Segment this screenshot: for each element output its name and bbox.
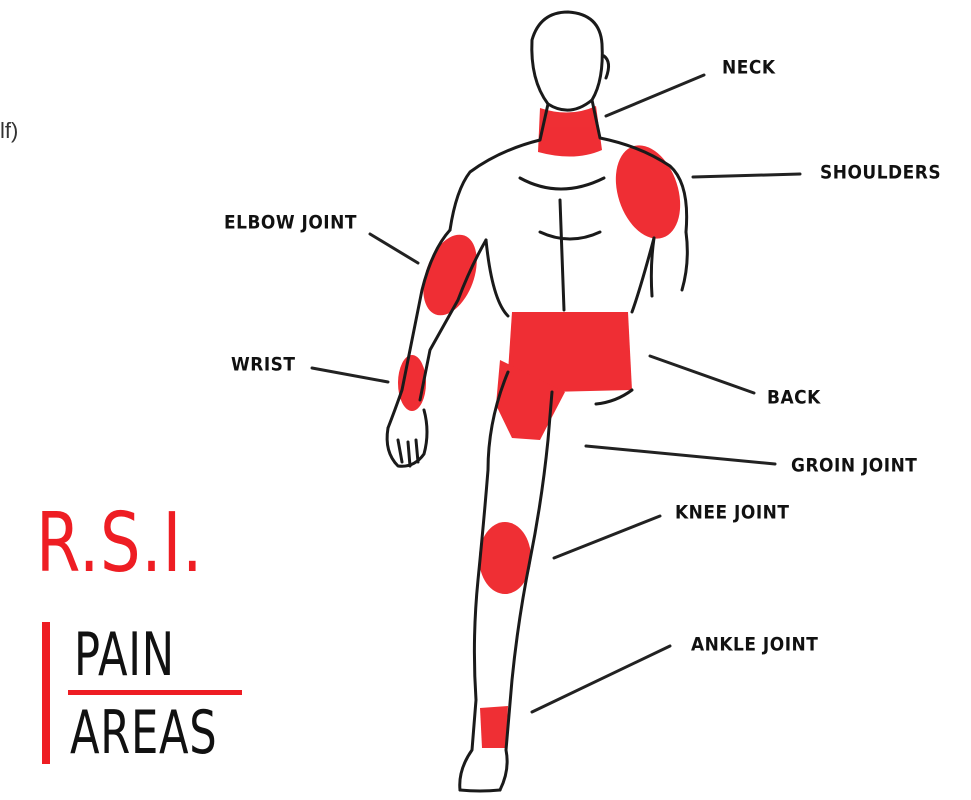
label-back: BACK xyxy=(767,387,821,409)
knee-leader xyxy=(554,516,660,558)
knee-highlight xyxy=(479,522,531,594)
elbow-highlight xyxy=(413,227,487,322)
subtitle-line2: AREAS xyxy=(70,698,217,768)
back-leader xyxy=(650,356,754,393)
wrist-leader xyxy=(312,368,388,382)
neck-highlight xyxy=(538,106,602,157)
label-ankle: ANKLE JOINT xyxy=(691,634,818,656)
subtitle-divider xyxy=(68,690,242,695)
pain-highlights xyxy=(398,106,691,748)
ankle-leader xyxy=(532,646,670,712)
shoulders-leader xyxy=(693,174,800,177)
title: R.S.I. xyxy=(36,496,203,591)
label-elbow: ELBOW JOINT xyxy=(224,212,357,234)
elbow-leader xyxy=(370,234,418,263)
title-red-bar xyxy=(42,622,50,764)
ankle-highlight xyxy=(480,706,508,748)
label-groin: GROIN JOINT xyxy=(791,455,917,477)
label-knee: KNEE JOINT xyxy=(675,502,789,524)
subtitle-line1: PAIN xyxy=(74,620,175,690)
groin-leader xyxy=(586,446,775,464)
label-wrist: WRIST xyxy=(231,354,296,376)
label-shoulders: SHOULDERS xyxy=(820,162,941,184)
neck-leader xyxy=(606,75,704,116)
label-neck: NECK xyxy=(722,57,776,79)
